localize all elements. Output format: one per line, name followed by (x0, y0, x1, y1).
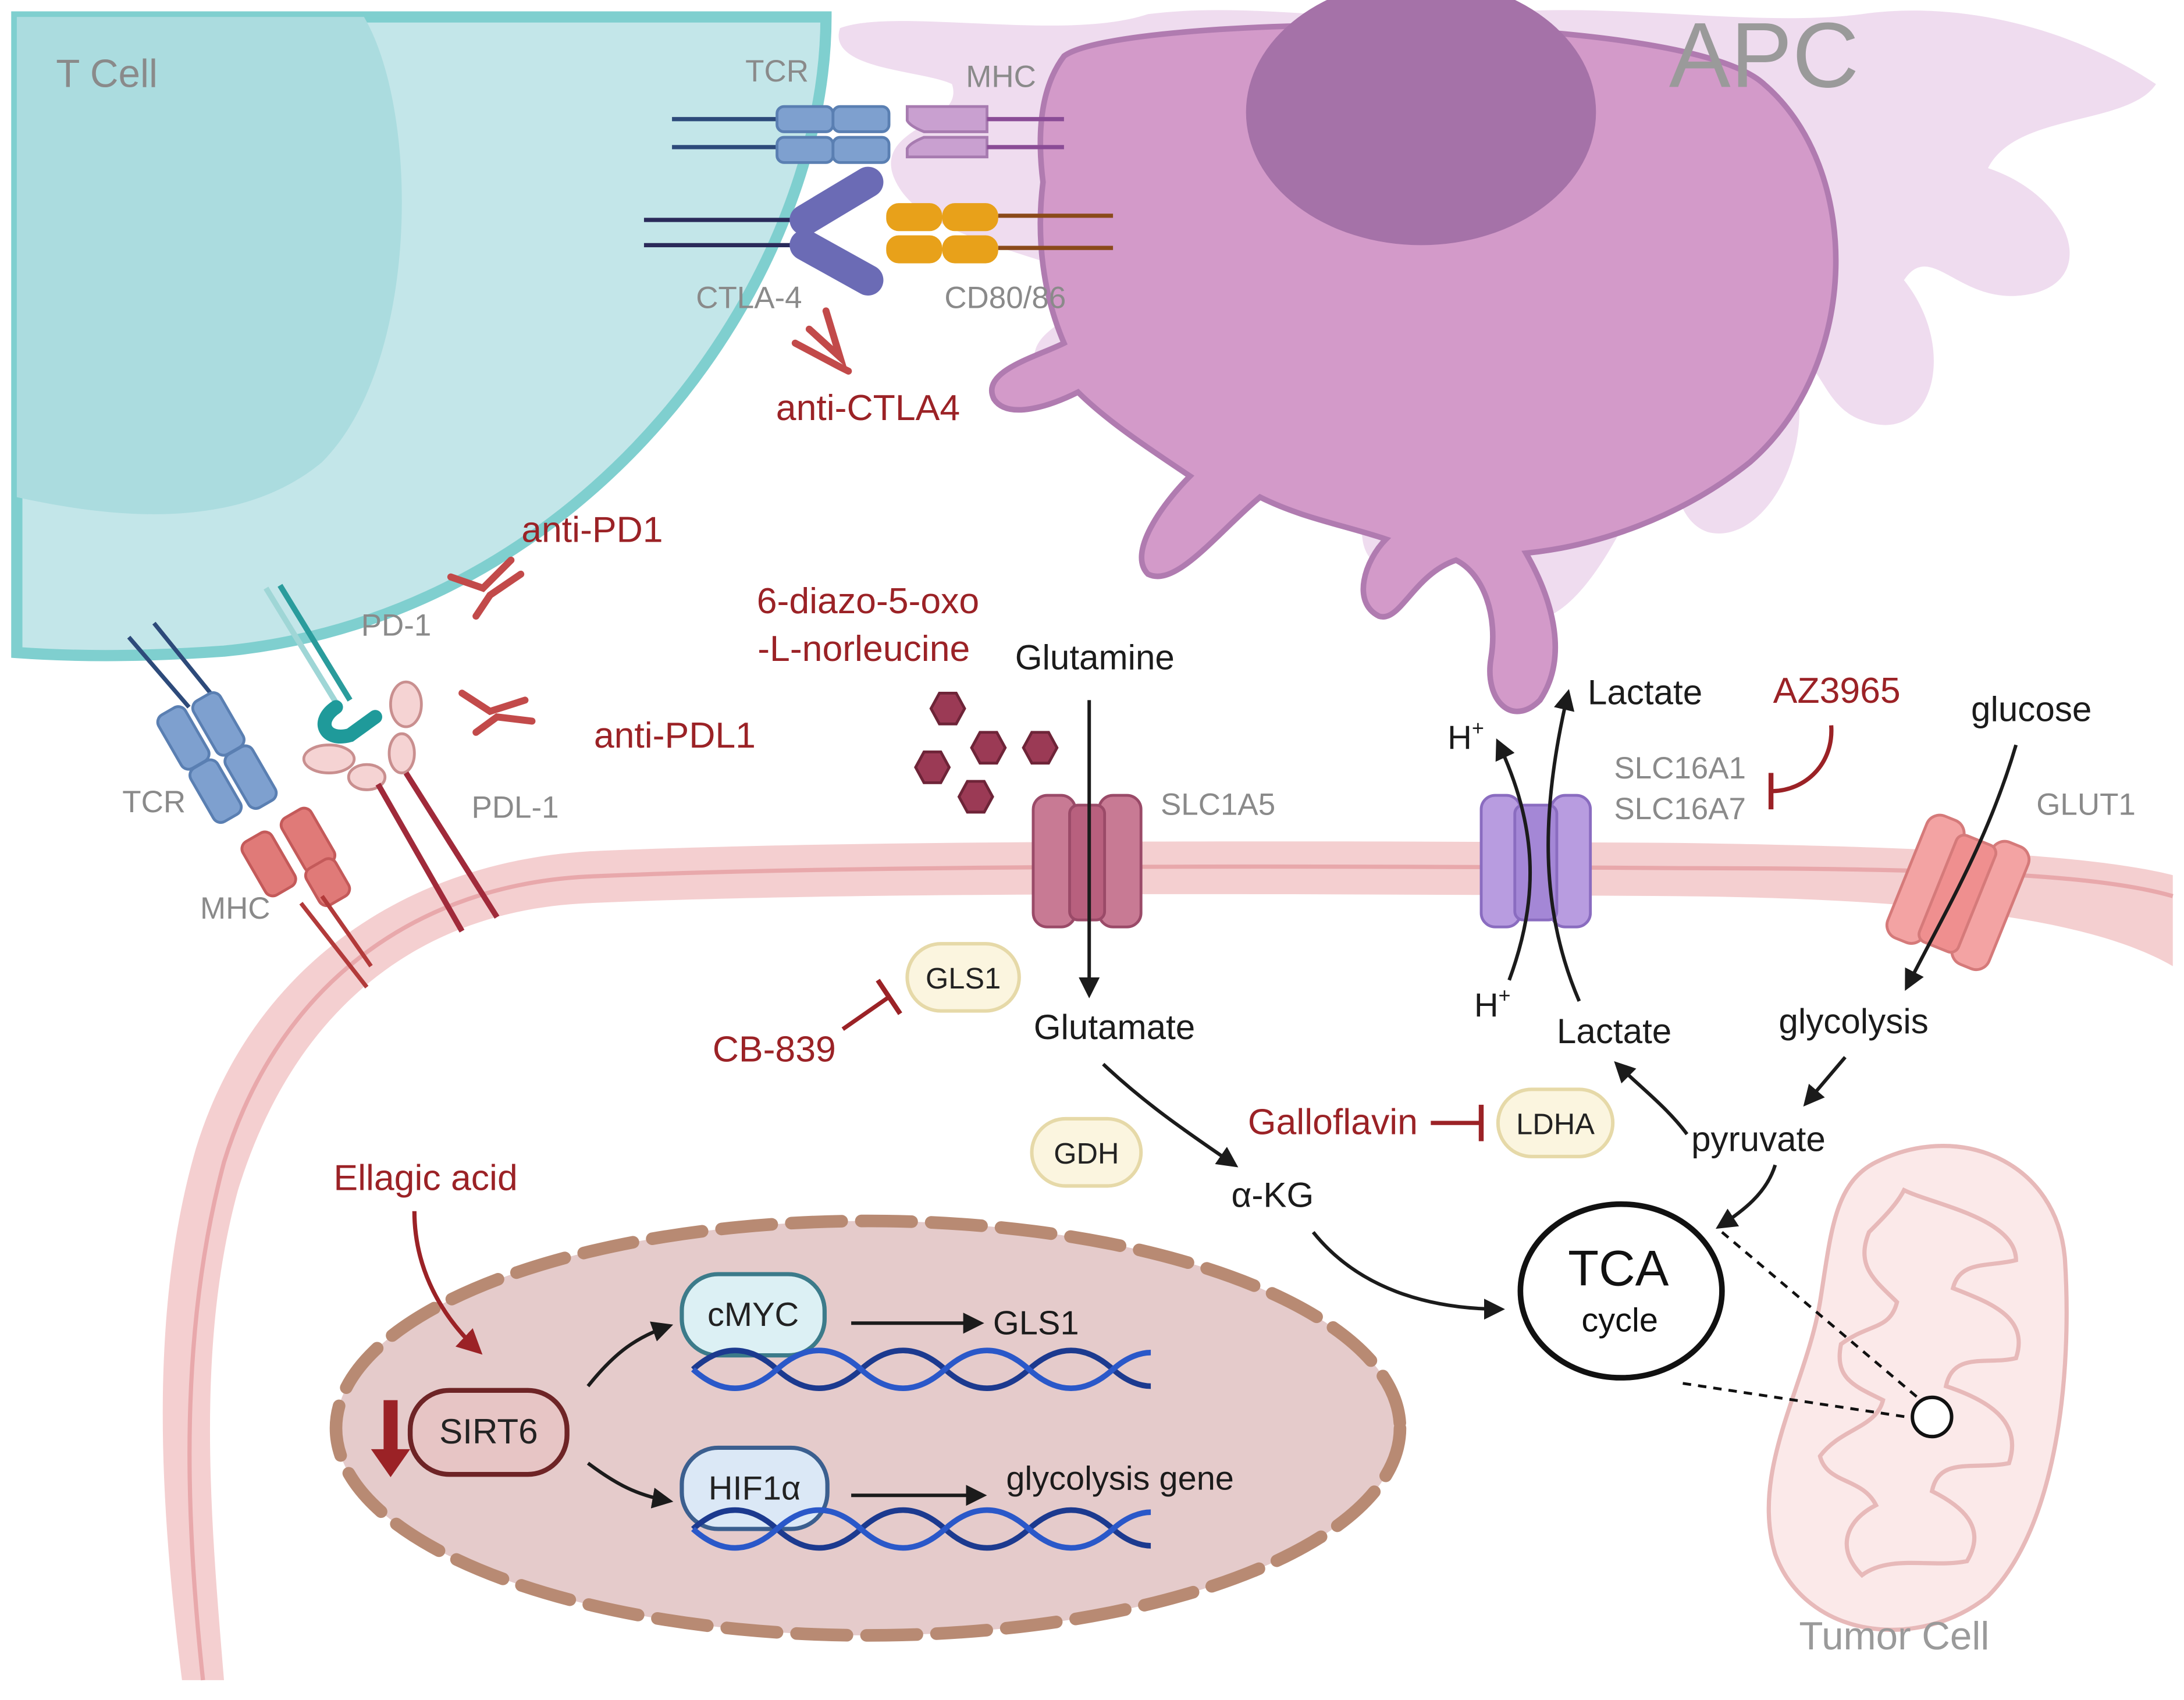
ldha-enzyme-label: LDHA (1516, 1107, 1595, 1140)
ellagic-acid-label: Ellagic acid (333, 1158, 517, 1198)
t-cell (11, 11, 832, 661)
tcr-mhc-top-complex (672, 105, 1064, 164)
pd1-pdl1-complex (264, 584, 500, 933)
tca-cycle-label: cycle (1581, 1302, 1658, 1339)
ctla4-cd80-complex (643, 166, 1114, 296)
anti-pdl1-antibody-icon (458, 689, 536, 736)
tca-label: TCA (1568, 1240, 1669, 1296)
glucose-to-glycolysis-arrow (1905, 744, 2018, 991)
tumor-membrane (162, 841, 2174, 1681)
anti-pdl1-label: anti-PDL1 (594, 715, 756, 756)
slc16-transporter-icon (1479, 794, 1592, 929)
lactate-out-label: Lactate (1588, 673, 1702, 712)
gls1-gene-label: GLS1 (993, 1305, 1079, 1342)
anti-ctla4-antibody-icon (791, 307, 852, 375)
sirt6-label: SIRT6 (439, 1412, 538, 1451)
lactate-in-label: Lactate (1557, 1012, 1671, 1051)
cmyc-label: cMYC (707, 1296, 799, 1333)
akg-label: α-KG (1232, 1176, 1314, 1215)
gdh-enzyme-box (1030, 1116, 1143, 1188)
sirt6-to-hif1a-arrow (586, 1461, 674, 1509)
az3965-inhibition-line (1771, 725, 1834, 794)
glut1-label: GLUT1 (2036, 788, 2136, 822)
tcr-mhc-bottom-complex (127, 621, 373, 988)
h-out-charge: + (1472, 716, 1484, 740)
glut1-transporter-icon (1885, 813, 2031, 971)
anti-ctla4-label: anti-CTLA4 (776, 387, 960, 428)
hif1a-label: HIF1α (709, 1470, 801, 1507)
h-in-charge: + (1499, 983, 1511, 1007)
hif1a-box (680, 1445, 830, 1531)
tca-cycle-circle (1517, 1201, 1725, 1381)
h-in-label: H+ (1474, 983, 1511, 1024)
glutamine-label: Glutamine (1015, 638, 1175, 677)
apc-label: APC (1669, 3, 1859, 106)
glucose-label: glucose (1971, 690, 2091, 729)
anti-pd1-label: anti-PD1 (521, 509, 663, 550)
slc1a5-transporter-icon (1031, 794, 1143, 929)
mito-zoom-circle (1911, 1395, 1954, 1439)
tcr-bottom-label: TCR (122, 785, 186, 819)
apc-cell (838, 0, 2156, 714)
h-out-symbol: H (1447, 720, 1472, 757)
mitochondrion-icon (1766, 1144, 2069, 1632)
ellagic-acid-arrow (412, 1211, 483, 1355)
dna-helix-cmyc-icon (691, 1347, 1151, 1391)
tumor-cell-label: Tumor Cell (1799, 1614, 1989, 1658)
h-out-label: H+ (1447, 716, 1484, 757)
sirt6-to-cmyc-arrow (586, 1321, 674, 1388)
dna-helix-hif1a-icon (691, 1507, 1151, 1551)
h-efflux-arrow (1495, 738, 1532, 981)
glutamate-label: Glutamate (1034, 1008, 1196, 1047)
nucleus (329, 1214, 1407, 1642)
mhc-top-label: MHC (966, 59, 1036, 94)
sirt6-box (407, 1388, 570, 1477)
tca-mito-dashed-2 (1683, 1382, 1907, 1418)
slc16a1-label: SLC16A1 (1614, 751, 1746, 785)
gls1-enzyme-label: GLS1 (926, 962, 1001, 995)
glycolysis-gene-label: glycolysis gene (1006, 1460, 1234, 1498)
cb839-inhibition-bar (876, 979, 902, 1015)
pyruvate-label: pyruvate (1691, 1119, 1826, 1158)
tcr-top-label: TCR (745, 54, 809, 88)
az3965-label: AZ3965 (1773, 670, 1901, 711)
lactate-efflux-arrow (1546, 689, 1581, 1002)
t-cell-label: T Cell (56, 52, 158, 95)
glutamate-to-akg-arrow (1102, 1062, 1239, 1168)
cd80-86-label: CD80/86 (944, 281, 1066, 315)
don-molecule-icons (914, 691, 1059, 814)
glycolysis-label: glycolysis (1778, 1002, 1928, 1041)
cb839-label: CB-839 (713, 1029, 836, 1069)
akg-to-tca-arrow (1311, 1230, 1505, 1320)
gdh-enzyme-label: GDH (1054, 1137, 1119, 1170)
ldha-enzyme-box (1496, 1087, 1615, 1158)
pyruvate-to-tca-arrow (1716, 1164, 1777, 1229)
don-label-line2: -L-norleucine (757, 628, 970, 669)
slc1a5-label: SLC1A5 (1161, 788, 1275, 822)
mhc-bottom-label: MHC (200, 891, 271, 926)
anti-pd1-antibody-icon (447, 556, 525, 620)
pdl1-label: PDL-1 (472, 791, 559, 825)
pyruvate-to-lactate-arrow (1614, 1061, 1689, 1136)
sirt6-down-arrow-icon (371, 1400, 411, 1477)
pd1-label: PD-1 (361, 609, 432, 643)
ctla4-label: CTLA-4 (696, 281, 802, 315)
glycolysis-to-pyruvate-arrow (1803, 1056, 1847, 1107)
tca-mito-dashed-1 (1721, 1231, 1922, 1402)
cb839-inhibition-line (841, 995, 891, 1031)
galloflavin-label: Galloflavin (1248, 1101, 1418, 1142)
gls1-enzyme-box (905, 942, 1021, 1013)
don-label-line1: 6-diazo-5-oxo (757, 581, 979, 621)
slc16a7-label: SLC16A7 (1614, 792, 1746, 826)
h-in-symbol: H (1474, 987, 1499, 1024)
